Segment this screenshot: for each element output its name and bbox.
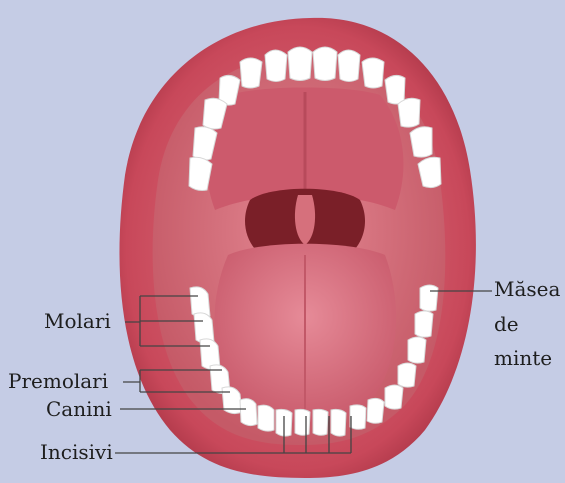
label-incisivi: Incisivi xyxy=(40,442,113,462)
label-masea-line2: de xyxy=(494,314,519,334)
label-masea-line3: minte xyxy=(494,348,552,368)
label-masea-line1: Măsea xyxy=(494,279,560,299)
label-canini: Canini xyxy=(46,399,112,419)
label-molari: Molari xyxy=(44,311,111,331)
label-premolari: Premolari xyxy=(8,371,108,391)
